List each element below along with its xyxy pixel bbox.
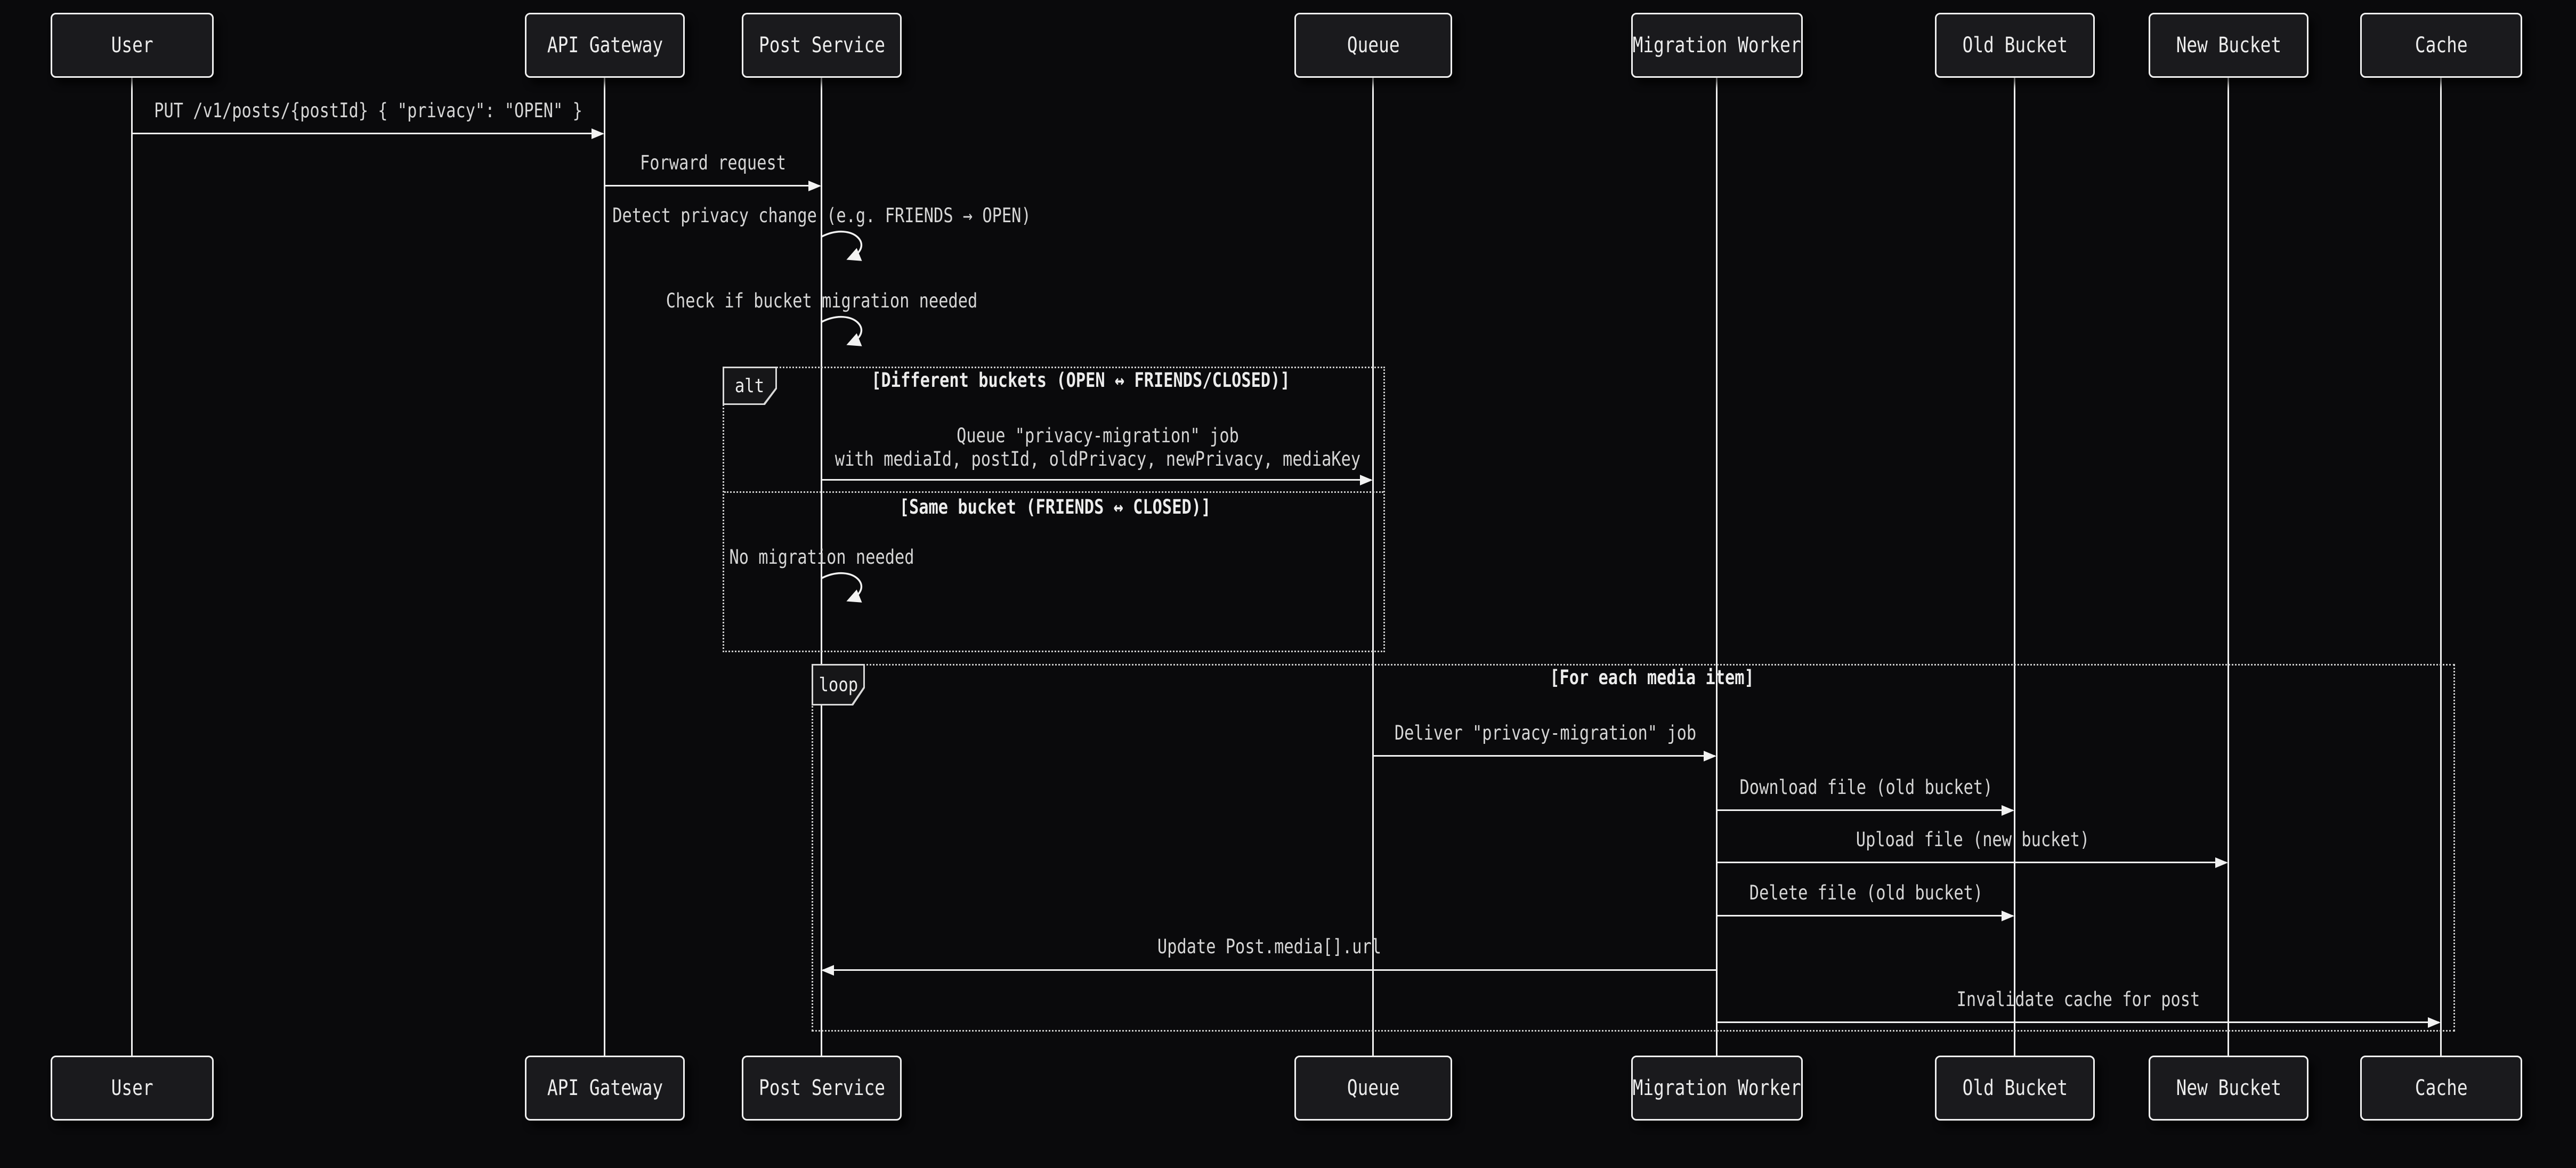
participant-queue-bottom: Queue — [1294, 1056, 1452, 1121]
participant-migration-worker-top: Migration Worker — [1631, 13, 1803, 78]
participant-queue-top: Queue — [1294, 13, 1452, 78]
participant-label: Cache — [2415, 1076, 2468, 1100]
participant-label: Cache — [2415, 33, 2468, 58]
message-update-post-media: Update Post.media[].url — [1157, 935, 1382, 958]
participant-label: Queue — [1347, 33, 1400, 58]
message-upload-file: Upload file (new bucket) — [1856, 828, 2090, 851]
arrow-forward-request — [605, 185, 820, 186]
participant-label: User — [111, 1076, 153, 1100]
lifeline-migration-worker — [1716, 78, 1718, 1056]
loop-frame-label: loop — [812, 664, 865, 705]
message-detect-privacy-change: Detect privacy change (e.g. FRIENDS → OP… — [612, 204, 1031, 227]
lifeline-new-bucket — [2227, 78, 2229, 1056]
alt-condition-different-buckets: [Different buckets (OPEN ↔ FRIENDS/CLOSE… — [871, 369, 1290, 392]
loop-label-text: loop — [819, 674, 858, 696]
participant-new-bucket-bottom: New Bucket — [2149, 1056, 2308, 1121]
alt-frame — [723, 367, 1385, 652]
participant-label: Old Bucket — [1962, 33, 2068, 58]
message-check-migration: Check if bucket migration needed — [666, 289, 978, 312]
loop-condition: [For each media item] — [1550, 666, 1754, 689]
participant-user-bottom: User — [51, 1056, 214, 1121]
participant-post-service-top: Post Service — [742, 13, 902, 78]
arrow-upload-file — [1717, 862, 2226, 863]
arrow-queue-job — [822, 479, 1371, 481]
message-forward-request: Forward request — [640, 151, 786, 174]
message-queue-job-line1: Queue "privacy-migration" job — [957, 424, 1239, 447]
arrow-delete-file — [1717, 915, 2013, 916]
participant-label: Migration Worker — [1633, 1076, 1801, 1100]
alt-frame-label: alt — [723, 367, 777, 405]
message-invalidate-cache: Invalidate cache for post — [1956, 988, 2200, 1011]
participant-label: Post Service — [758, 33, 885, 58]
lifeline-api-gateway — [604, 78, 605, 1056]
arrow-deliver-job — [1373, 755, 1715, 757]
self-loop-arrow — [821, 572, 862, 603]
arrow-put-request — [132, 133, 603, 134]
lifeline-old-bucket — [2014, 78, 2015, 1056]
loop-frame — [812, 664, 2455, 1032]
participant-user-top: User — [51, 13, 214, 78]
message-queue-job-line2: with mediaId, postId, oldPrivacy, newPri… — [835, 448, 1361, 471]
arrow-invalidate-cache — [1717, 1021, 2439, 1023]
participant-post-service-bottom: Post Service — [742, 1056, 902, 1121]
alt-frame-divider — [724, 491, 1383, 493]
self-loop-arrow — [821, 315, 862, 346]
participant-label: Old Bucket — [1962, 1076, 2068, 1100]
message-deliver-job: Deliver "privacy-migration" job — [1394, 721, 1697, 744]
participant-cache-top: Cache — [2360, 13, 2522, 78]
participant-old-bucket-top: Old Bucket — [1935, 13, 2095, 78]
message-put-request: PUT /v1/posts/{postId} { "privacy": "OPE… — [154, 99, 582, 122]
participant-new-bucket-top: New Bucket — [2149, 13, 2308, 78]
participant-api-gateway-top: API Gateway — [525, 13, 685, 78]
participant-label: User — [111, 33, 153, 58]
participant-label: New Bucket — [2176, 1076, 2281, 1100]
participant-label: Post Service — [758, 1076, 885, 1100]
alt-label-text: alt — [735, 375, 765, 397]
participant-cache-bottom: Cache — [2360, 1056, 2522, 1121]
message-delete-file: Delete file (old bucket) — [1749, 881, 1983, 904]
message-queue-job: Queue "privacy-migration" job with media… — [835, 424, 1360, 471]
arrow-download-file — [1717, 809, 2013, 811]
participant-label: API Gateway — [547, 33, 663, 58]
participant-label: New Bucket — [2176, 33, 2281, 58]
message-download-file: Download file (old bucket) — [1739, 776, 1993, 799]
message-no-migration: No migration needed — [729, 546, 914, 569]
lifeline-post-service — [821, 78, 822, 1056]
participant-api-gateway-bottom: API Gateway — [525, 1056, 685, 1121]
participant-label: Migration Worker — [1633, 33, 1801, 58]
lifeline-cache — [2440, 78, 2442, 1056]
participant-label: Queue — [1347, 1076, 1400, 1100]
self-loop-arrow — [821, 230, 862, 261]
lifeline-queue — [1372, 78, 1374, 1056]
lifeline-user — [131, 78, 133, 1056]
participant-old-bucket-bottom: Old Bucket — [1935, 1056, 2095, 1121]
participant-migration-worker-bottom: Migration Worker — [1631, 1056, 1803, 1121]
alt-condition-same-bucket: [Same bucket (FRIENDS ↔ CLOSED)] — [899, 496, 1211, 518]
arrow-update-post-media — [823, 969, 1717, 971]
participant-label: API Gateway — [547, 1076, 663, 1100]
